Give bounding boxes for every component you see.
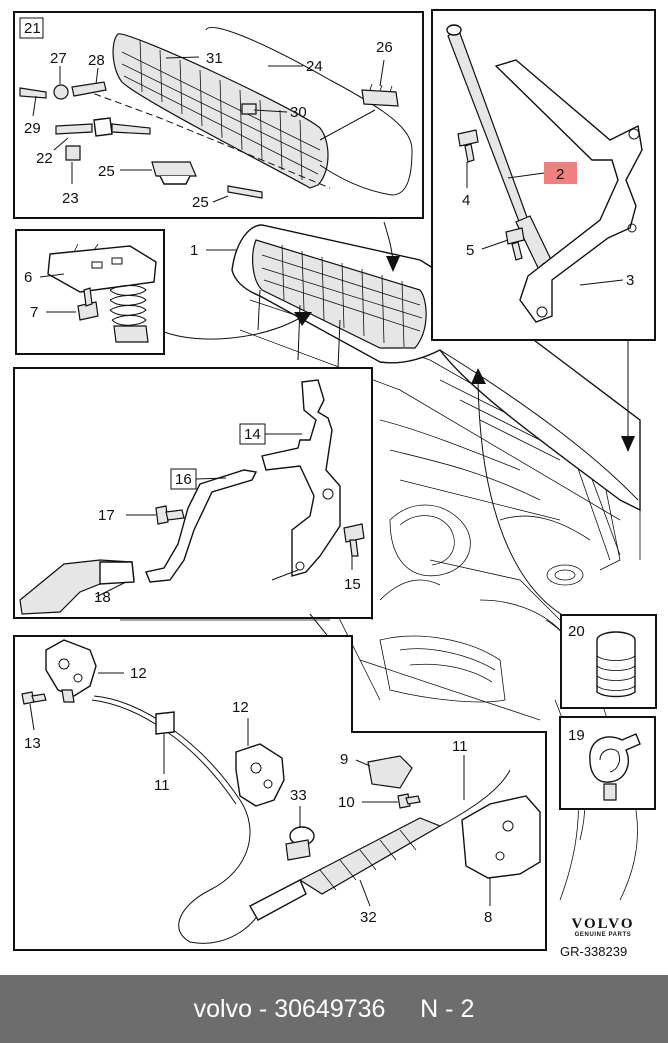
callout-3: 3 [626,272,634,289]
trim-part-29 [19,87,47,99]
callout-11-b: 11 [452,738,468,755]
drawing-reference: GR-338239 [560,944,628,959]
brand-logo: VOLVO GENUINE PARTS [556,916,650,938]
callout-32: 32 [360,909,377,926]
clip-part-19 [589,733,641,801]
clip-part-25-a [151,161,197,185]
panel-part-20: 20 [560,614,657,709]
callout-9: 9 [340,751,348,768]
callout-31: 31 [206,50,223,67]
grille-part-31 [112,33,329,189]
callout-12-a: 12 [130,665,147,682]
panel-lock-cable-parts: 12 13 11 12 9 10 11 33 32 8 [13,635,547,951]
footer-position: N - 2 [420,994,475,1023]
callout-33: 33 [290,787,307,804]
parts-diagram: 21 [13,9,657,951]
bolt-part-10 [397,793,421,809]
callout-2: 2 [556,166,564,183]
callout-15: 15 [344,576,361,593]
bolt-part-15 [343,523,365,557]
grommet-part-33 [285,826,315,861]
callout-16: 16 [175,471,192,488]
bolt-part-17 [155,505,185,525]
callout-17: 17 [98,507,115,524]
panel-grille-parts: 21 [13,11,424,219]
callout-21: 21 [24,20,41,37]
callout-26: 26 [376,39,393,56]
bumper-part-20 [596,631,636,698]
callout-10: 10 [338,794,355,811]
callout-13: 13 [24,735,41,752]
callout-25-a: 25 [98,163,115,180]
hinge-part-3 [494,59,643,323]
spring-bumper [109,285,149,343]
clip-part-30 [241,103,257,115]
callout-28: 28 [88,52,105,69]
callout-14: 14 [244,426,261,443]
bracket-part-6 [47,243,157,293]
callout-22: 22 [36,150,53,167]
callout-4: 4 [462,192,470,209]
bracket-part-22 [55,117,151,137]
hood-assembly [231,224,641,512]
plug-part-27 [53,84,69,100]
lock-part-12-a [45,639,97,703]
callout-23: 23 [62,190,79,207]
brand-name: VOLVO [571,916,635,932]
bolt-part-13 [21,691,47,705]
rod-part-16 [145,469,258,583]
clip-part-23 [65,145,81,161]
callout-25-b: 25 [192,194,209,211]
callout-1: 1 [190,242,198,259]
panel-gas-strut-parts: 2 4 5 3 [431,9,656,341]
bolt-part-7 [77,287,99,321]
callout-7: 7 [30,304,38,321]
cable-part-11-b [439,769,511,827]
callout-11-a: 11 [154,777,170,794]
callout-6: 6 [24,269,32,286]
callout-29: 29 [24,120,41,137]
highlight-callout-2 [544,162,577,184]
trim-part-28 [71,81,107,97]
callout-27: 27 [50,50,67,67]
panel-release-handle-parts: 14 16 17 18 15 [13,367,373,619]
footer-gap [385,995,420,1024]
cable-part-11-a [93,695,265,944]
trim-part-25-b [227,185,263,199]
handle-part-18 [19,559,135,615]
footer-bar: volvo - 30649736 N - 2 [0,975,668,1043]
handle-part-8 [461,795,541,879]
brand-subtitle: GENUINE PARTS [574,932,632,938]
seal-part-24 [205,26,413,196]
callout-20: 20 [568,623,585,640]
callout-30: 30 [290,104,307,121]
clip-part-9 [367,755,413,789]
callout-5: 5 [466,242,474,259]
clip-part-26 [361,83,399,107]
bolt-part-4 [457,129,479,163]
bracket-part-14 [261,379,341,577]
callout-12-b: 12 [232,699,249,716]
lock-part-12-b [235,743,285,807]
footer-part-info: volvo - 30649736 [193,994,386,1023]
panel-part-19: 19 [559,716,656,810]
callout-8: 8 [484,909,492,926]
bolt-part-5 [505,227,525,261]
cable-sleeve-part-32 [249,817,442,921]
callout-19: 19 [568,727,585,744]
callout-24: 24 [306,58,323,75]
panel-bumper-stop-parts: 6 7 [15,229,165,355]
callout-18: 18 [94,589,111,606]
hood-grille [252,239,427,349]
